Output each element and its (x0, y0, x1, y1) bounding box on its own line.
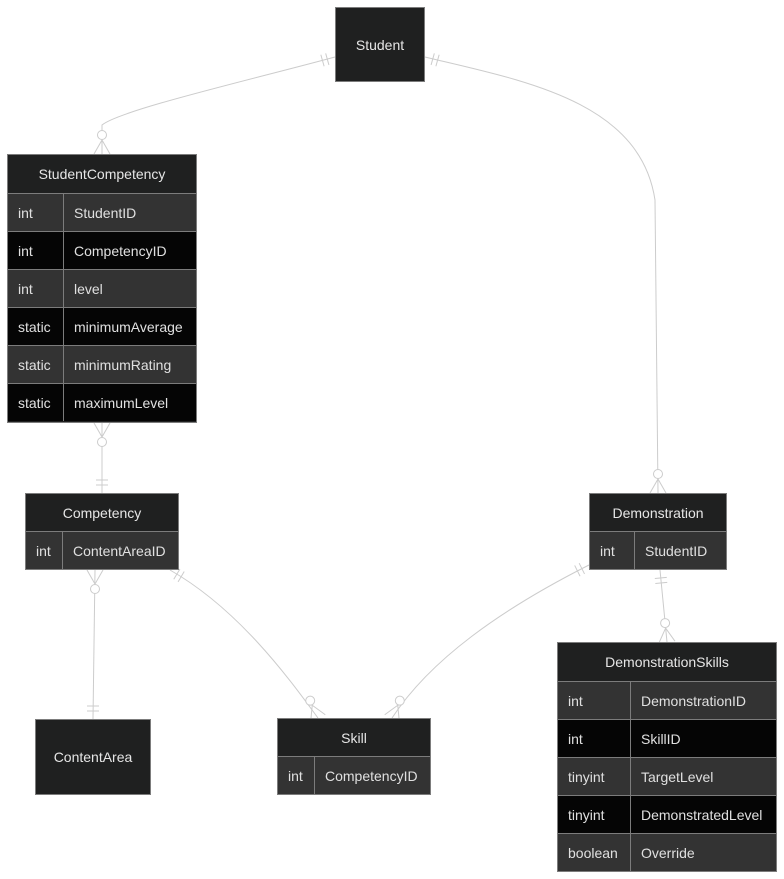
entity-title: DemonstrationSkills (558, 643, 776, 681)
one-marker (430, 53, 435, 66)
zero-marker (97, 130, 107, 140)
attribute-type: int (8, 270, 64, 307)
edge-demonstration-skill (391, 564, 590, 719)
zero-marker (653, 469, 663, 479)
edge-competency-skill (169, 569, 319, 719)
zero-marker (97, 437, 107, 447)
one-marker (655, 581, 668, 585)
attribute-row: static maximumLevel (8, 383, 196, 421)
attribute-type: int (8, 194, 64, 231)
attribute-name: Override (641, 844, 695, 861)
entity-skill[interactable]: Skill int CompetencyID (277, 718, 431, 795)
attribute-type: tinyint (558, 796, 631, 833)
attribute-name: level (74, 280, 103, 297)
entity-title: Skill (278, 719, 430, 756)
edge-student-demonstration (424, 56, 659, 494)
one-marker (578, 562, 585, 575)
edge-student-studentcompetency (101, 56, 336, 154)
one-marker (320, 54, 325, 67)
attribute-name: CompetencyID (74, 242, 167, 259)
attribute-name: CompetencyID (325, 767, 418, 784)
attribute-row: tinyint TargetLevel (558, 757, 776, 795)
entity-student-competency[interactable]: StudentCompetency int StudentID int Comp… (7, 154, 197, 423)
attribute-name: SkillID (641, 730, 681, 747)
entity-student[interactable]: Student (335, 7, 425, 82)
attribute-name: minimumRating (74, 356, 172, 373)
attribute-row: static minimumAverage (8, 307, 196, 345)
attribute-type: int (590, 532, 635, 569)
attribute-name: minimumAverage (74, 318, 183, 335)
entity-title: Student (336, 8, 424, 81)
attribute-type: int (26, 532, 63, 569)
one-marker (173, 568, 181, 580)
one-marker (325, 53, 330, 66)
attribute-name: TargetLevel (641, 768, 714, 785)
attribute-name: StudentID (645, 542, 708, 559)
attribute-type: int (558, 720, 631, 757)
attribute-row: int ContentAreaID (26, 531, 178, 569)
attribute-name: ContentAreaID (73, 542, 166, 559)
entity-title: Demonstration (590, 494, 726, 531)
attribute-type: int (558, 682, 631, 719)
one-marker (574, 565, 581, 577)
attribute-name: StudentID (74, 204, 137, 221)
attribute-row: tinyint DemonstratedLevel (558, 795, 776, 833)
entity-competency[interactable]: Competency int ContentAreaID (25, 493, 179, 570)
attribute-row: int CompetencyID (8, 231, 196, 269)
attribute-name: DemonstratedLevel (641, 806, 763, 823)
attribute-name: DemonstrationID (641, 692, 747, 709)
attribute-type: static (8, 308, 64, 345)
attribute-row: int StudentID (8, 193, 196, 231)
zero-marker (660, 618, 671, 629)
attribute-type: int (8, 232, 64, 269)
attribute-row: int SkillID (558, 719, 776, 757)
attribute-row: boolean Override (558, 833, 776, 871)
attribute-row: int DemonstrationID (558, 681, 776, 719)
entity-title: StudentCompetency (8, 155, 196, 193)
attribute-row: static minimumRating (8, 345, 196, 383)
entity-demonstration-skills[interactable]: DemonstrationSkills int DemonstrationID … (557, 642, 777, 872)
zero-marker (90, 584, 100, 594)
attribute-type: boolean (558, 834, 631, 871)
attribute-type: static (8, 346, 64, 383)
edge-competency-contentarea (92, 569, 96, 720)
attribute-type: static (8, 384, 64, 421)
zero-marker (305, 695, 316, 706)
entity-demonstration[interactable]: Demonstration int StudentID (589, 493, 727, 570)
attribute-type: int (278, 757, 315, 794)
attribute-type: tinyint (558, 758, 631, 795)
attribute-name: maximumLevel (74, 394, 169, 411)
edge-demonstration-demonstrationskills (659, 569, 668, 643)
zero-marker (394, 695, 405, 706)
entity-content-area[interactable]: ContentArea (35, 719, 151, 795)
one-marker (177, 571, 185, 583)
attribute-row: int CompetencyID (278, 756, 430, 794)
one-marker (654, 576, 667, 580)
attribute-row: int StudentID (590, 531, 726, 569)
entity-title: ContentArea (36, 720, 150, 794)
attribute-row: int level (8, 269, 196, 307)
entity-title: Competency (26, 494, 178, 531)
one-marker (435, 54, 440, 67)
